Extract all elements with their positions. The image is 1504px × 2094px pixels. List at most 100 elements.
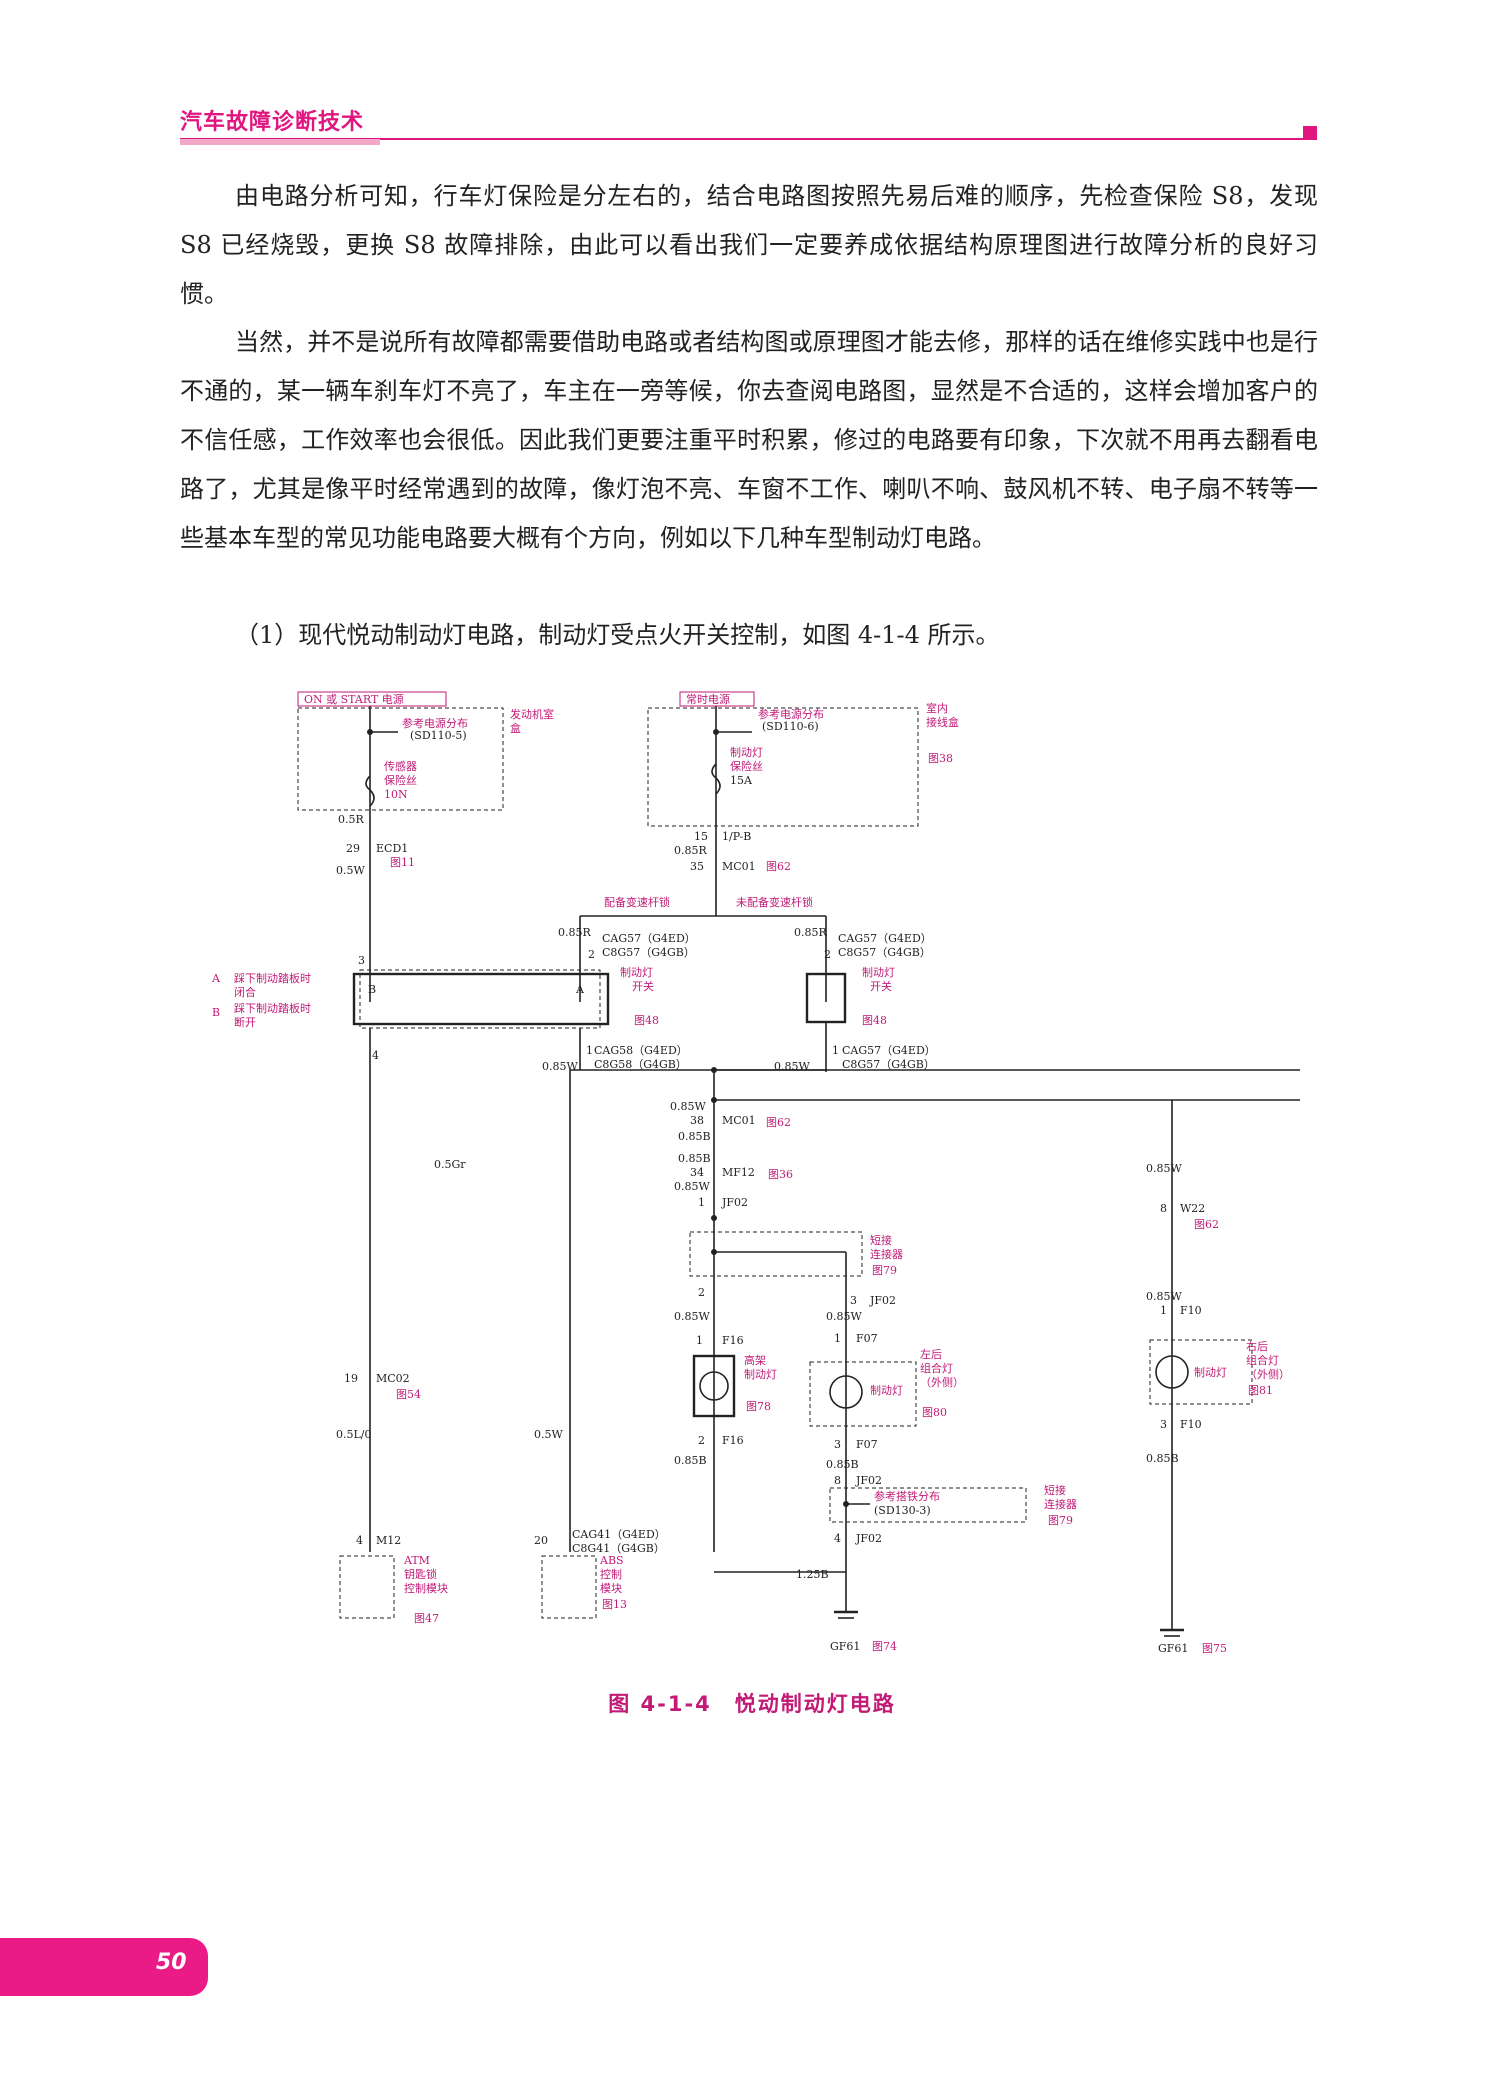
diagram-label-pin1: 1 <box>834 1332 841 1345</box>
diagram-label-fig13: 图13 <box>602 1598 627 1611</box>
diagram-label-short1: 短接 <box>1044 1483 1066 1497</box>
diagram-label-w125b: 1.25B <box>796 1568 829 1581</box>
diagram-label-right-lamp2: 组合灯 <box>1246 1353 1279 1367</box>
diagram-label-without-lock: 未配备变速杆锁 <box>736 895 813 909</box>
diagram-label-f16: F16 <box>722 1434 744 1447</box>
diagram-label-cag57a: CAG57（G4ED） <box>602 932 696 945</box>
diagram-label-fig62: 图62 <box>1194 1218 1219 1231</box>
body-paragraph-3: （1）现代悦动制动灯电路，制动灯受点火开关控制，如图 4-1-4 所示。 <box>235 621 1000 649</box>
diagram-label-c8g41: C8G41（G4GB） <box>572 1542 665 1555</box>
diagram-label-A: A <box>211 972 221 985</box>
diagram-label-pin35: 35 <box>690 860 704 873</box>
diagram-label-high2: 制动灯 <box>744 1368 777 1381</box>
diagram-label-sw-label1: 制动灯 <box>862 966 895 979</box>
diagram-label-fig48: 图48 <box>634 1014 659 1027</box>
diagram-label-jf02: JF02 <box>855 1532 882 1545</box>
diagram-label-fig81: 图81 <box>1248 1384 1273 1397</box>
diagram-label-ref-ground-code: (SD130-3) <box>874 1504 931 1517</box>
diagram-label-f07: F07 <box>856 1332 878 1345</box>
body-paragraph-1: 由电路分析可知，行车灯保险是分左右的，结合电路图按照先易后难的顺序，先检查保险 … <box>180 182 1318 308</box>
diagram-label-pin2: 2 <box>824 948 831 961</box>
diagram-label-cag58: CAG58（G4ED） <box>594 1044 688 1057</box>
page-number: 50 <box>156 1950 187 1975</box>
diagram-label-short2: 连接器 <box>870 1248 903 1261</box>
diagram-label-pin2: 2 <box>698 1286 705 1299</box>
header-rule <box>180 138 1315 140</box>
diagram-label-jf02: JF02 <box>855 1474 882 1487</box>
diagram-label-pin1: 1 <box>1160 1304 1167 1317</box>
diagram-label-w085w: 0.85W <box>674 1180 710 1193</box>
diagram-label-ref-power1: 参考电源分布 <box>402 716 468 730</box>
diagram-label-fig79: 图79 <box>872 1264 897 1277</box>
diagram-label-w05w: 0.5W <box>534 1428 563 1441</box>
diagram-label-pin1: 1 <box>698 1196 705 1209</box>
diagram-label-c1pb: 1/P-B <box>722 830 751 843</box>
diagram-label-abs2: 控制 <box>600 1567 622 1581</box>
diagram-label-w05gr: 0.5Gr <box>434 1158 466 1171</box>
diagram-label-gf61b: GF61 <box>1158 1642 1188 1655</box>
diagram-label-cag57c: CAG57（G4ED） <box>842 1044 936 1057</box>
diagram-label-ref-ground: 参考搭铁分布 <box>874 1489 940 1503</box>
diagram-label-w085b: 0.85B <box>674 1454 707 1467</box>
diagram-label-A: A <box>575 983 585 996</box>
diagram-label-fig74: 图74 <box>872 1640 897 1653</box>
diagram-label-sw-label2: 开关 <box>632 979 654 993</box>
stop-switch-dual <box>352 972 610 1026</box>
diagram-label-w085r: 0.85R <box>794 926 827 939</box>
diagram-label-stop-lamp: 制动灯 <box>870 1384 903 1397</box>
diagram-label-sensor-fuse3: 10N <box>384 788 408 801</box>
diagram-label-interior-box2: 接线盒 <box>926 715 959 729</box>
interior-box-outline <box>647 707 919 827</box>
page-number-tab <box>0 1938 208 1996</box>
brake-light-circuit-diagram: ON 或 START 电源 发动机室 盒 参考电源分布 (SD110-5) 传感… <box>211 691 1300 1655</box>
diagram-label-f07: F07 <box>856 1438 878 1451</box>
atm-module-outline <box>339 1555 395 1619</box>
diagram-label-atm2: 钥匙锁 <box>404 1567 437 1581</box>
diagram-label-abs3: 模块 <box>600 1582 622 1595</box>
diagram-label-f10: F10 <box>1180 1304 1202 1317</box>
diagram-label-stop-fuse1: 制动灯 <box>730 746 763 759</box>
diagram-label-pin3: 3 <box>834 1438 841 1451</box>
diagram-label-pin1: 1 <box>586 1044 593 1057</box>
diagram-label-left-lamp3: （外侧） <box>920 1376 964 1389</box>
diagram-label-ref-power2-code: (SD110-6) <box>762 720 819 733</box>
diagram-label-fig80: 图80 <box>922 1406 947 1419</box>
diagram-label-mc01: MC01 <box>722 1114 756 1127</box>
diagram-label-atm1: ATM <box>403 1554 430 1567</box>
diagram-label-pin8: 8 <box>834 1474 841 1487</box>
diagram-label-fig11: 图11 <box>390 856 415 869</box>
diagram-label-w085b: 0.85B <box>826 1458 859 1471</box>
diagram-label-pin2: 2 <box>588 948 595 961</box>
diagram-label-pin2: 2 <box>698 1434 705 1447</box>
diagram-label-w085w: 0.85W <box>774 1060 810 1073</box>
diagram-label-right-lamp1: 右后 <box>1246 1339 1268 1353</box>
diagram-label-engine-box: 发动机室 <box>510 707 554 721</box>
diagram-label-atm3: 控制模块 <box>404 1581 448 1595</box>
running-header-title: 汽车故障诊断技术 <box>180 110 365 135</box>
diagram-label-pin29: 29 <box>346 842 360 855</box>
diagram-label-fig62: 图62 <box>766 1116 791 1129</box>
diagram-label-sensor-fuse1: 传感器 <box>384 760 417 773</box>
diagram-label-interior-box1: 室内 <box>926 701 948 715</box>
label-ign-source: ON 或 START 电源 <box>304 692 404 706</box>
diagram-label-w085r: 0.85R <box>674 844 707 857</box>
diagram-label-pin38: 38 <box>690 1114 704 1127</box>
diagram-label-w22: W22 <box>1180 1202 1205 1215</box>
diagram-label-f16: F16 <box>722 1334 744 1347</box>
diagram-label-w05l0: 0.5L/0 <box>336 1428 372 1441</box>
diagram-label-pin1: 1 <box>696 1334 703 1347</box>
diagram-label-ref-power1-code: (SD110-5) <box>410 729 467 742</box>
diagram-label-fig79: 图79 <box>1048 1514 1073 1527</box>
diagram-label-c8g57a: C8G57（G4GB） <box>602 946 695 959</box>
body-paragraph-2: 当然，并不是说所有故障都需要借助电路或者结构图或原理图才能去修，那样的话在维修实… <box>180 328 1318 552</box>
ign-source-box <box>297 691 447 707</box>
diagram-label-w085r: 0.85R <box>558 926 591 939</box>
diagram-label-B: B <box>212 1006 220 1019</box>
diagram-label-fig62: 图62 <box>766 860 791 873</box>
diagram-label-pin20: 20 <box>534 1534 548 1547</box>
diagram-label-w085w: 0.85W <box>674 1310 710 1323</box>
diagram-label-gf61a: GF61 <box>830 1640 860 1653</box>
diagram-label-pin4: 4 <box>372 1049 379 1062</box>
diagram-label-w085w: 0.85W <box>670 1100 706 1113</box>
diagram-label-pin34: 34 <box>690 1166 704 1179</box>
